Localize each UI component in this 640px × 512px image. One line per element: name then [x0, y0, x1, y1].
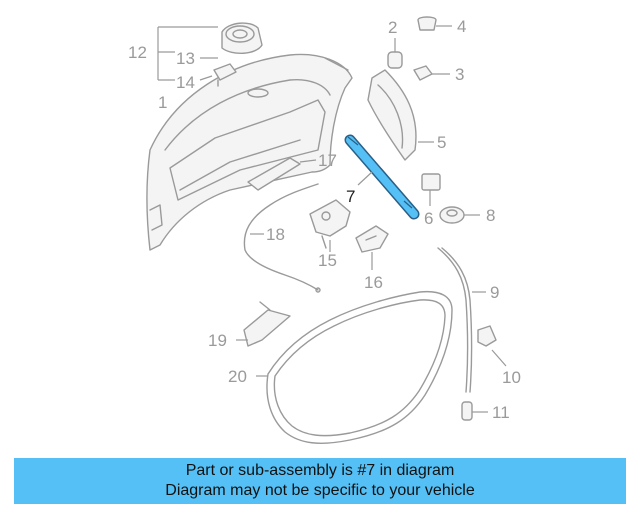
label-1: 1 [158, 93, 167, 112]
label-13: 13 [176, 49, 195, 68]
bracket-part-10 [477, 325, 507, 367]
label-11: 11 [492, 403, 510, 422]
handle-part-17 [247, 157, 317, 191]
label-8: 8 [486, 206, 495, 225]
label-7: 7 [346, 187, 355, 206]
striker-part-16 [355, 225, 389, 270]
banner-line-1: Part or sub-assembly is #7 in diagram [185, 462, 455, 479]
release-cable-part-18 [243, 183, 321, 293]
part-labels: 1 2 3 4 5 6 7 8 9 10 11 12 13 14 15 16 1… [128, 17, 521, 422]
weatherstrip-part-20 [256, 290, 453, 444]
hinge-part-19 [236, 301, 291, 347]
lift-support-strut-part-7 [344, 134, 420, 220]
label-19: 19 [208, 331, 227, 350]
label-9: 9 [490, 283, 499, 302]
label-18: 18 [266, 225, 285, 244]
label-15: 15 [318, 251, 337, 270]
info-banner: Part or sub-assembly is #7 in diagram Di… [14, 458, 626, 504]
label-16: 16 [364, 273, 383, 292]
label-2: 2 [388, 18, 397, 37]
bolt-part-3 [413, 65, 450, 81]
clip-part-4 [417, 16, 452, 31]
strut-highlight [346, 136, 418, 218]
banner-line-2: Diagram may not be specific to your vehi… [165, 482, 475, 499]
label-6: 6 [424, 209, 433, 228]
trunk-lid-part-1 [146, 53, 353, 251]
hinge-cover-part-5 [367, 69, 434, 161]
switch-part-14 [213, 63, 237, 87]
label-17: 17 [318, 151, 337, 170]
label-20: 20 [228, 367, 247, 386]
latch-part-15 [309, 199, 351, 252]
bumper-part-6 [421, 173, 441, 206]
grommet-part-8 [439, 206, 480, 224]
label-10: 10 [502, 368, 521, 387]
label-14: 14 [176, 73, 195, 92]
parts-diagram: 1 2 3 4 5 6 7 8 9 10 11 12 13 14 15 16 1… [128, 16, 521, 444]
label-5: 5 [437, 133, 446, 152]
label-3: 3 [455, 65, 464, 84]
trunk-lock-cylinder-part-13 [221, 22, 263, 54]
bumper-part-11 [461, 401, 488, 421]
label-4: 4 [457, 17, 466, 36]
bumper-part-2 [387, 38, 403, 69]
bracket-lines-12 [157, 26, 218, 81]
rod-part-9 [437, 247, 486, 393]
label-12: 12 [128, 43, 147, 62]
